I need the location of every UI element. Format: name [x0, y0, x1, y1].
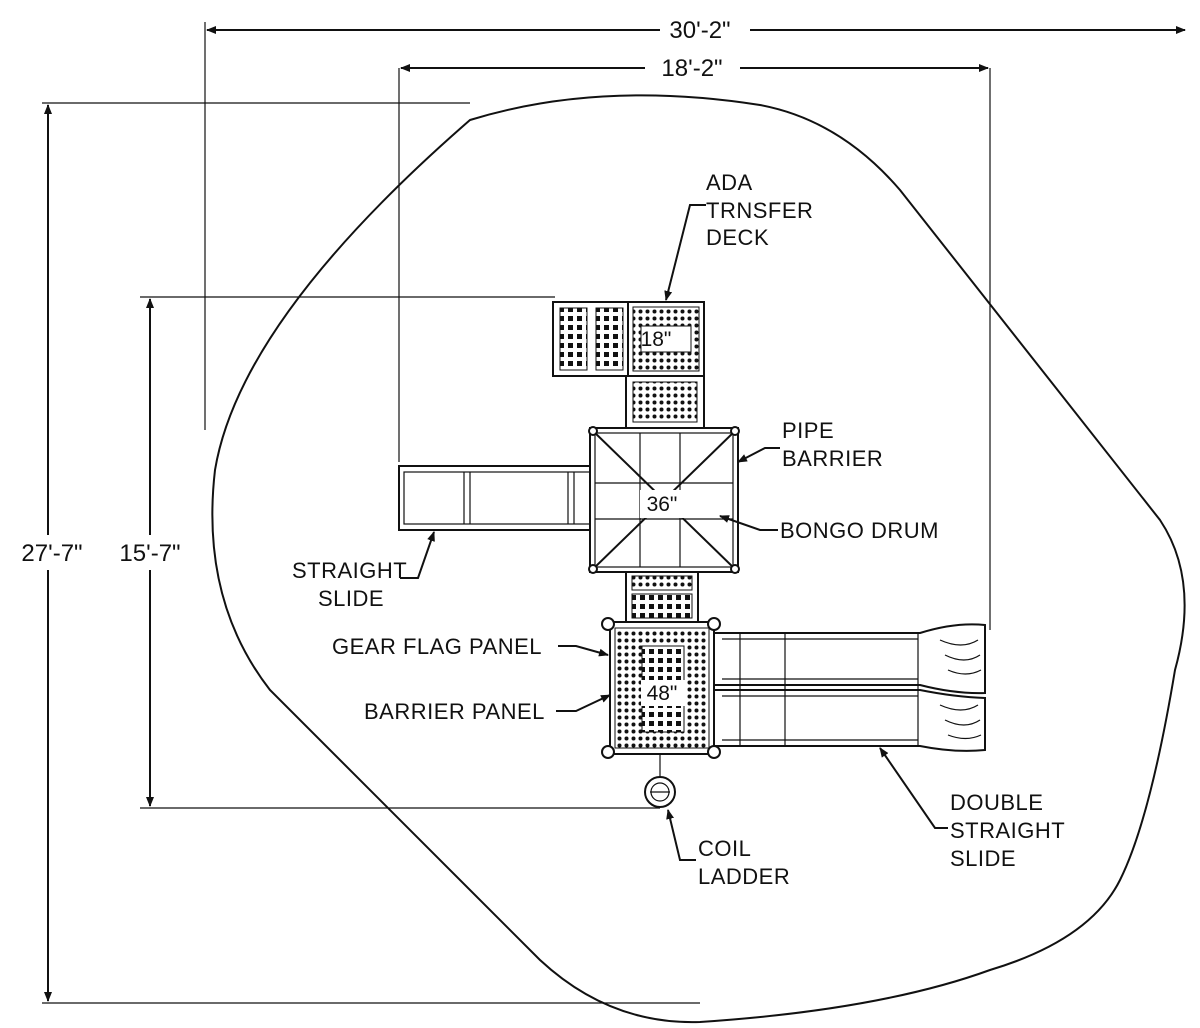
ada-line-1: ADA [706, 170, 753, 195]
deck-36: 36" [588, 426, 740, 574]
label-gear-flag-panel: GEAR FLAG PANEL [332, 634, 609, 659]
label-bongo-drum: BONGO DRUM [719, 515, 939, 543]
deck-connector-lower [625, 571, 699, 623]
barrier-panel-text: BARRIER PANEL [364, 699, 545, 724]
pipe-barrier-line-2: BARRIER [782, 446, 883, 471]
gear-flag-panel-text: GEAR FLAG PANEL [332, 634, 542, 659]
dimension-structure-depth: 15'-7" [104, 298, 198, 807]
dimension-overall-depth: 27'-7" [5, 104, 101, 1002]
double-straight-slide [713, 623, 986, 752]
deck-height-36: 36" [647, 493, 678, 516]
pipe-barrier-line-1: PIPE [782, 418, 834, 443]
label-straight-slide: STRAIGHT SLIDE [292, 531, 435, 611]
structure-depth-text: 15'-7" [119, 540, 180, 567]
deck-48: 48" [601, 617, 721, 759]
coil-ladder [644, 754, 676, 808]
dimension-overall-width: 30'-2" [206, 17, 1186, 44]
deck-height-48: 48" [647, 682, 678, 705]
straight-slide-line-1: STRAIGHT [292, 558, 407, 583]
overall-depth-text: 27'-7" [21, 540, 82, 567]
structure-width-text: 18'-2" [661, 55, 722, 82]
overall-width-text: 30'-2" [669, 17, 730, 44]
straight-slide-line-2: SLIDE [318, 586, 384, 611]
label-barrier-panel: BARRIER PANEL [364, 694, 611, 724]
label-ada-transfer-deck: ADA TRNSFER DECK [664, 170, 813, 301]
label-double-straight-slide: DOUBLE STRAIGHT SLIDE [879, 747, 1065, 871]
coil-ladder-line-2: LADDER [698, 864, 790, 889]
straight-slide [398, 465, 596, 531]
ada-line-2: TRNSFER [706, 198, 813, 223]
ada-transfer-deck: 18" [627, 301, 705, 377]
transfer-steps [552, 301, 630, 377]
coil-ladder-line-1: COIL [698, 836, 751, 861]
deck-connector-upper [625, 375, 705, 429]
label-coil-ladder: COIL LADDER [666, 809, 790, 889]
double-slide-line-3: SLIDE [950, 846, 1016, 871]
deck-height-18: 18" [641, 328, 672, 351]
bongo-drum-text: BONGO DRUM [780, 518, 939, 543]
double-slide-line-2: STRAIGHT [950, 818, 1065, 843]
use-zone-outline [211, 94, 1186, 1024]
dimension-structure-width: 18'-2" [400, 55, 989, 82]
ada-line-3: DECK [706, 225, 769, 250]
label-pipe-barrier: PIPE BARRIER [737, 418, 883, 471]
double-slide-line-1: DOUBLE [950, 790, 1043, 815]
